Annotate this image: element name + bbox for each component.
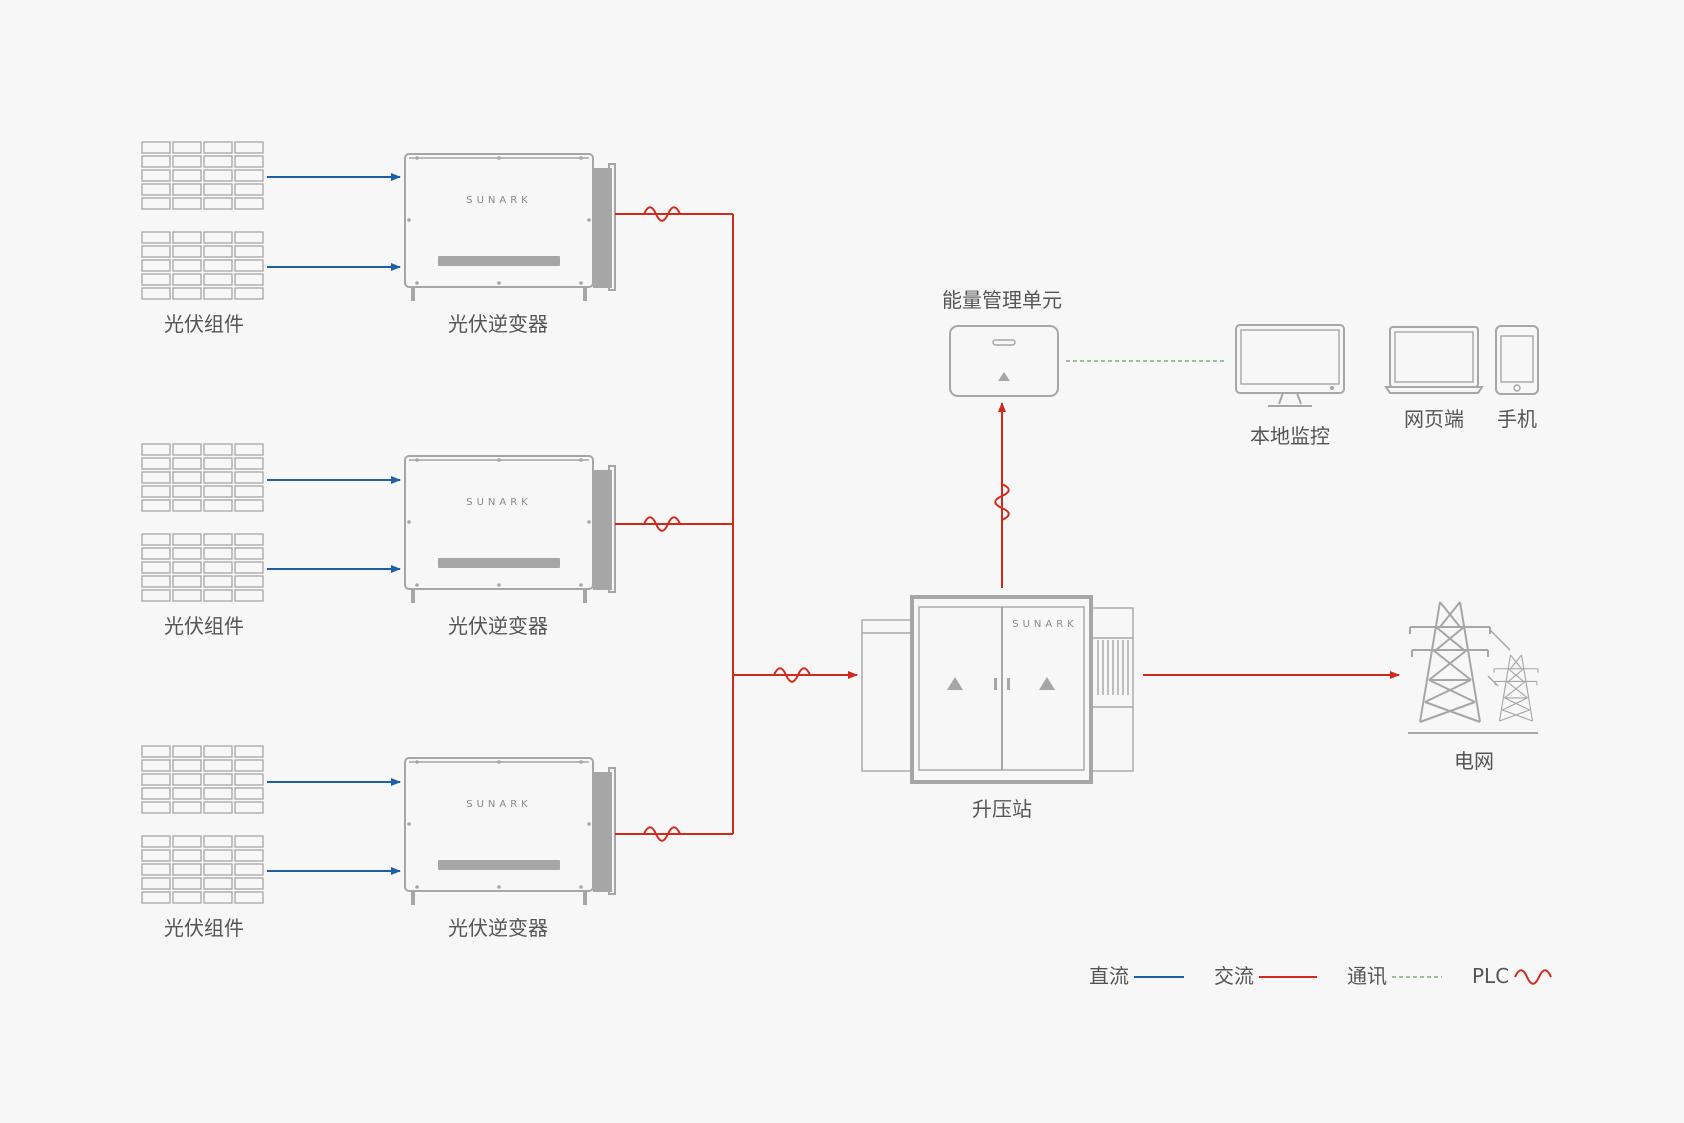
mobile-label: 手机 (1497, 407, 1537, 431)
ems-device (949, 325, 1059, 397)
legend-dc-label: 直流 (1089, 964, 1129, 988)
mobile-icon (1495, 325, 1539, 395)
inverter-brand: SUNARK (466, 497, 532, 508)
pv-panel (141, 231, 264, 300)
grid-tower-icon (1408, 601, 1539, 734)
pv-panel (141, 443, 264, 512)
pv-module-label: 光伏组件 (164, 312, 244, 336)
legend-ac-label: 交流 (1214, 964, 1254, 988)
pv-module-label: 光伏组件 (164, 916, 244, 940)
web-label: 网页端 (1404, 407, 1464, 431)
legend: 直流 交流 通讯 PLC (1089, 964, 1552, 988)
inverter-brand: SUNARK (466, 799, 532, 810)
inverter-label: 光伏逆变器 (448, 312, 548, 336)
pv-group-2: 光伏组件 SUNARK 光伏逆变器 (141, 443, 616, 638)
pv-panel (141, 141, 264, 210)
warning-icon (1039, 677, 1055, 690)
legend-comm-label: 通讯 (1347, 964, 1387, 988)
inverter: SUNARK (404, 757, 616, 906)
pv-panel (141, 533, 264, 602)
monitor-icon (1235, 324, 1345, 407)
pv-group-3: 光伏组件 SUNARK 光伏逆变器 (141, 745, 616, 940)
substation-label: 升压站 (972, 797, 1032, 821)
inverter-label: 光伏逆变器 (448, 614, 548, 638)
inverter-brand: SUNARK (466, 195, 532, 206)
substation: SUNARK (861, 595, 1134, 784)
warning-icon (947, 677, 963, 690)
legend-plc-label: PLC (1472, 964, 1509, 988)
inverter: SUNARK (404, 455, 616, 604)
pv-group-1: 光伏组件 SUNARK 光伏逆变器 (141, 141, 616, 336)
laptop-icon (1384, 326, 1484, 394)
pv-panel (141, 745, 264, 814)
pv-module-label: 光伏组件 (164, 614, 244, 638)
substation-brand: SUNARK (1012, 619, 1078, 630)
legend-plc-swatch (1514, 969, 1552, 985)
inverter-label: 光伏逆变器 (448, 916, 548, 940)
inverter: SUNARK (404, 153, 616, 302)
ac-collection (615, 206, 858, 842)
ems-label: 能量管理单元 (942, 288, 1062, 312)
pv-panel (141, 835, 264, 904)
local-monitor-label: 本地监控 (1250, 424, 1330, 448)
grid-label: 电网 (1454, 749, 1494, 773)
